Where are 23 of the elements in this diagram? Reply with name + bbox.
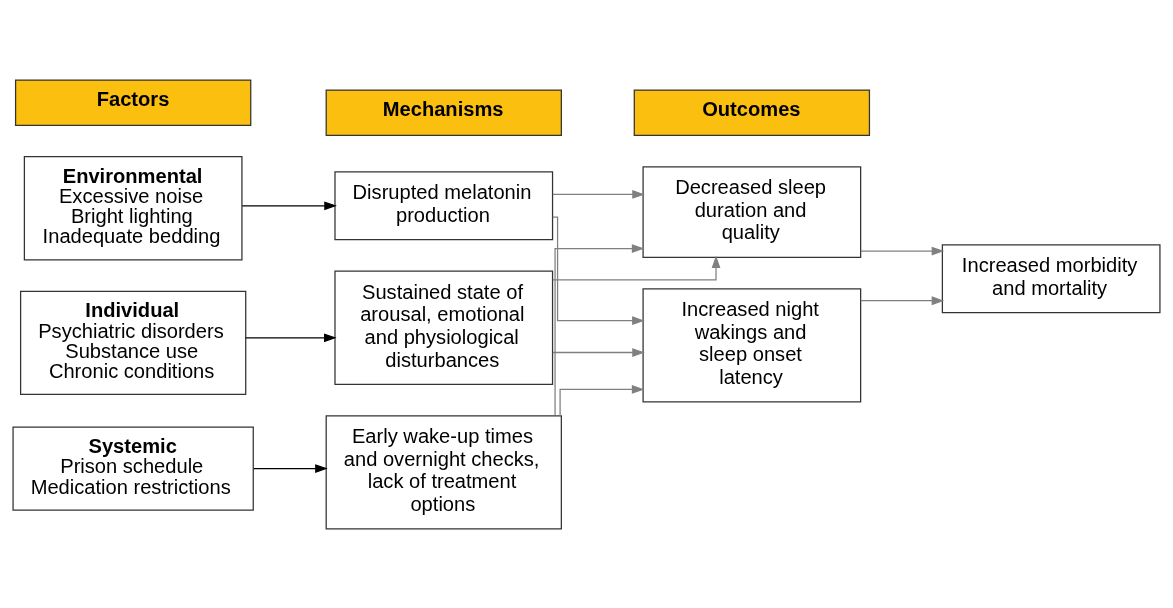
arrow: [860, 246, 945, 255]
node-box: Increased night wakings and sleep onset latency: [642, 287, 862, 403]
arrow: [860, 295, 945, 305]
node-box: Sustained state of arousal, emotional and physiological disturbances: [334, 270, 554, 385]
node-box: Factors: [14, 78, 252, 126]
arrow: [245, 332, 337, 342]
node-box: Outcomes: [633, 88, 871, 136]
node-box: Environmental Excessive noise Bright lighting Inadequate bedding: [23, 155, 243, 260]
arrow: [552, 189, 645, 199]
arrow: [253, 463, 328, 473]
node-box: Systemic Prison schedule Medication restrictions: [12, 426, 254, 511]
node-box: Decreased sleep duration and quality: [642, 165, 862, 258]
arrow: [552, 347, 645, 357]
node-box: Disrupted melatonin production: [334, 170, 554, 240]
arrow: [241, 200, 337, 210]
node-box: Individual Psychiatric disorders Substance use Chronic conditions: [20, 290, 247, 395]
arrow: [559, 384, 645, 416]
node-box: Increased morbidity and mortality: [941, 243, 1161, 313]
node-box: Mechanisms: [325, 88, 562, 136]
node-box: Early wake-up times and overnight checks, lack of treatment options: [325, 414, 562, 530]
arrow: [554, 243, 645, 416]
arrow: [552, 254, 721, 281]
arrow: [552, 215, 645, 325]
